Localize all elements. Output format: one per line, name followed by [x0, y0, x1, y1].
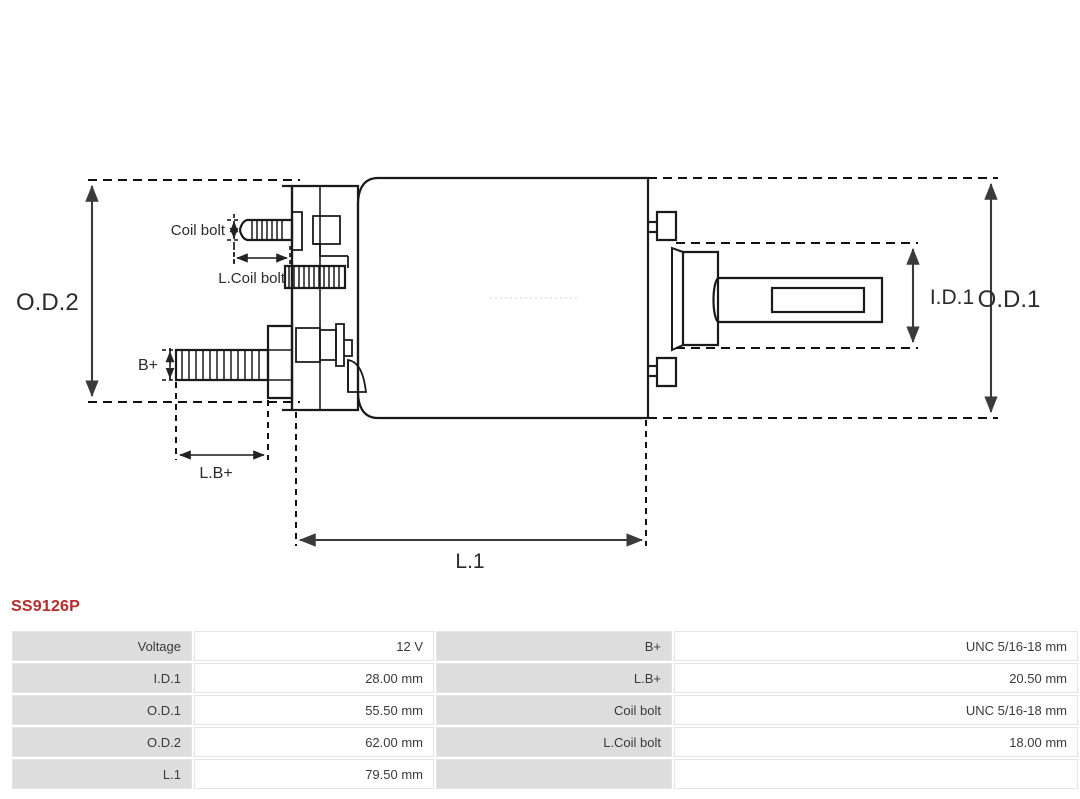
spec-label: L.B+	[436, 663, 672, 693]
spec-label: Coil bolt	[436, 695, 672, 725]
vertical-extension-lines	[175, 382, 647, 546]
spec-value: 12 V	[194, 631, 434, 661]
coil-bolt-thread	[238, 218, 294, 242]
spec-label: B+	[436, 631, 672, 661]
upper-terminal-lug	[655, 210, 678, 242]
b-plus-nut	[266, 324, 294, 400]
plunger-boss	[681, 250, 720, 347]
lower-terminal-lug	[655, 356, 678, 388]
spec-label: L.1	[12, 759, 192, 789]
l-coil-bolt-label: L.Coil bolt	[218, 270, 286, 287]
spec-value: 28.00 mm	[194, 663, 434, 693]
solenoid-body	[356, 176, 650, 420]
table-row: L.1 79.50 mm	[12, 759, 1078, 789]
id1-label: I.D.1	[930, 286, 974, 309]
table-row: O.D.1 55.50 mm Coil bolt UNC 5/16-18 mm	[12, 695, 1078, 725]
extension-lines	[88, 177, 998, 419]
b-plus-thread	[174, 348, 270, 382]
od1-label: O.D.1	[978, 286, 1041, 313]
lever-arm	[712, 276, 884, 324]
table-row: Voltage 12 V B+ UNC 5/16-18 mm	[12, 631, 1078, 661]
solenoid-drawing-svg: O.D.2 O.D.1 I.D.1 Coil bolt L.Coil bolt …	[16, 176, 1041, 573]
spec-value-empty	[674, 759, 1078, 789]
spec-label: L.Coil bolt	[436, 727, 672, 757]
l-coil-bolt-thread	[283, 264, 347, 290]
table-row: I.D.1 28.00 mm L.B+ 20.50 mm	[12, 663, 1078, 693]
watermark-text: ·····································	[4, 0, 152, 10]
spec-value: 55.50 mm	[194, 695, 434, 725]
table-row: O.D.2 62.00 mm L.Coil bolt 18.00 mm	[12, 727, 1078, 757]
l-b-plus-label: L.B+	[199, 465, 232, 482]
coil-bolt-label: Coil bolt	[171, 222, 226, 239]
spec-value: 62.00 mm	[194, 727, 434, 757]
od2-label: O.D.2	[16, 289, 79, 316]
lever-slot	[770, 286, 866, 314]
part-number-heading: SS9126P	[11, 598, 81, 615]
spec-label: O.D.1	[12, 695, 192, 725]
b-plus-label: B+	[138, 357, 158, 374]
spec-value: 79.50 mm	[194, 759, 434, 789]
spec-value: 20.50 mm	[674, 663, 1078, 693]
spec-value: UNC 5/16-18 mm	[674, 631, 1078, 661]
specifications-table-body: Voltage 12 V B+ UNC 5/16-18 mm I.D.1 28.…	[12, 631, 1078, 789]
spec-label: I.D.1	[12, 663, 192, 693]
spec-label-empty	[436, 759, 672, 789]
spec-label: Voltage	[12, 631, 192, 661]
dimension-arrows	[85, 182, 998, 547]
spec-value: 18.00 mm	[674, 727, 1078, 757]
l1-label: L.1	[455, 550, 484, 573]
spec-value: UNC 5/16-18 mm	[674, 695, 1078, 725]
spec-label: O.D.2	[12, 727, 192, 757]
technical-drawing: O.D.2 O.D.1 I.D.1 Coil bolt L.Coil bolt …	[16, 176, 1041, 573]
specifications-table: Voltage 12 V B+ UNC 5/16-18 mm I.D.1 28.…	[10, 629, 1080, 791]
